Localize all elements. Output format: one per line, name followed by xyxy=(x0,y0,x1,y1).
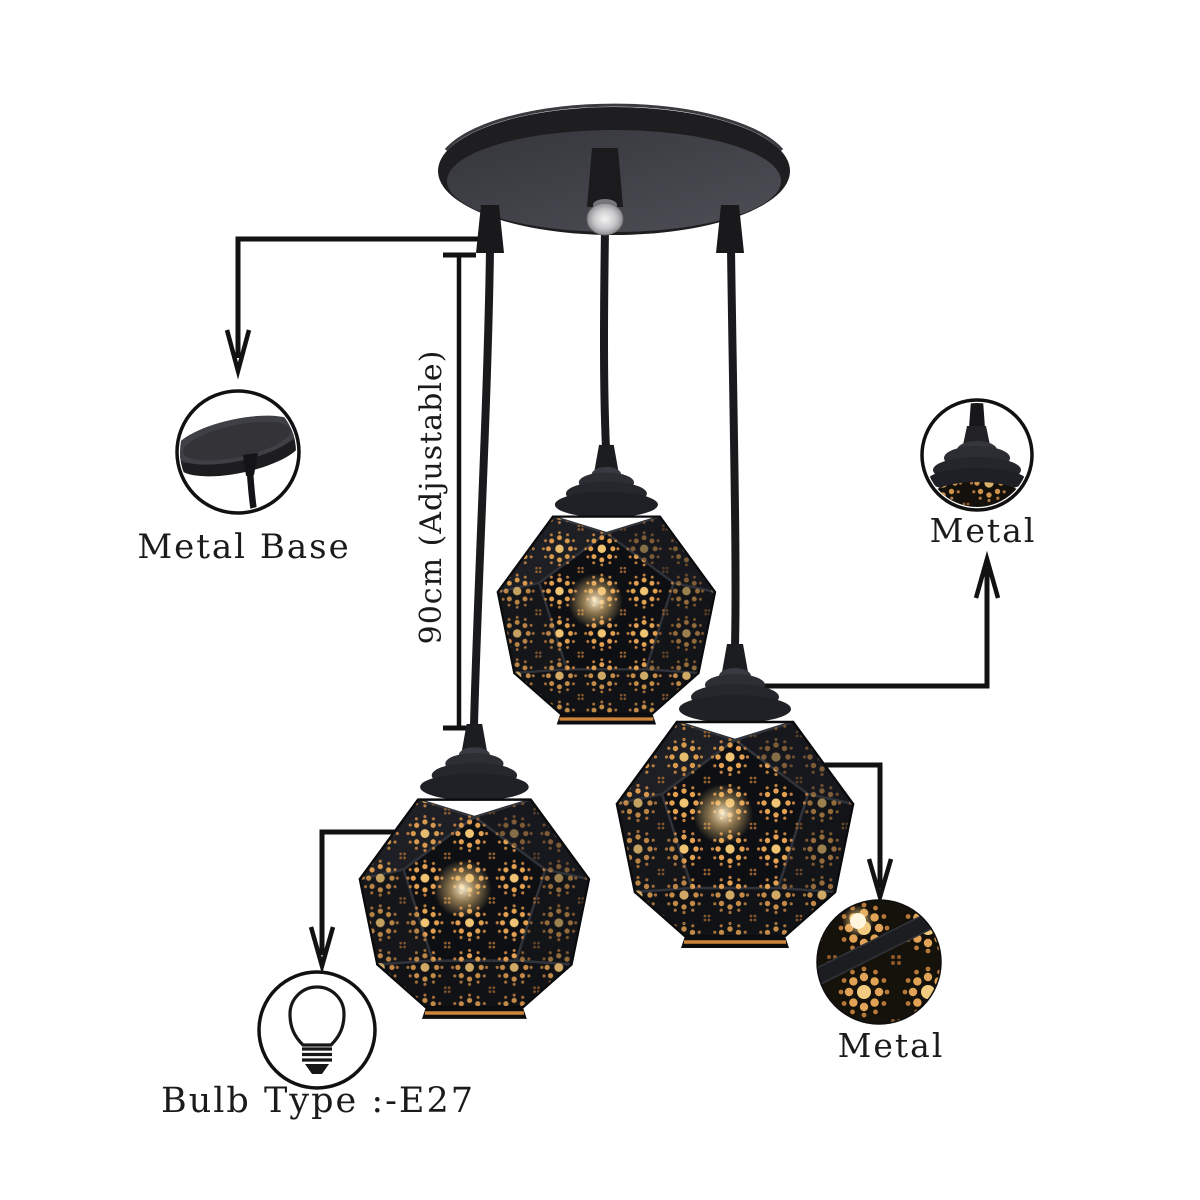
bulb-type-circle xyxy=(257,970,377,1090)
ceiling-canopy xyxy=(438,103,790,253)
arrow-down-icon xyxy=(224,329,252,380)
cord-grip-right xyxy=(716,205,744,253)
metal-cap-detail-circle xyxy=(920,398,1034,512)
metal-base-callout-line xyxy=(235,236,490,358)
cord-grip-center xyxy=(587,148,623,207)
pendant-lamp-bottom-left xyxy=(358,722,591,1021)
arrow-down-icon xyxy=(866,858,894,906)
arrowheads xyxy=(224,329,1001,975)
metal-shade-callout-line xyxy=(812,762,883,888)
cord-right xyxy=(727,244,740,650)
bulb-type-label: Bulb Type :-E27 xyxy=(160,1081,476,1121)
cord-left xyxy=(470,244,494,730)
metal-base-label: Metal Base xyxy=(137,527,351,567)
metal-cap-label: Metal xyxy=(929,511,1037,550)
pendant-lamp-top xyxy=(496,443,717,727)
cord-length-label: 90cm (Adjustable) xyxy=(414,349,449,645)
cords xyxy=(470,224,740,730)
screw-nut xyxy=(586,202,624,236)
bulb-icon xyxy=(288,985,346,1074)
arrow-up-icon xyxy=(973,550,1001,599)
metal-base-detail-circle xyxy=(175,389,301,515)
arrow-down-icon xyxy=(308,926,336,975)
metal-shade-label: Metal xyxy=(837,1026,945,1065)
metal-shade-detail-circle xyxy=(816,899,942,1025)
callout-lines xyxy=(235,236,990,955)
cord-center xyxy=(600,224,610,452)
metal-cap-callout-line xyxy=(752,568,990,689)
cord-grip-left xyxy=(476,205,504,253)
bulb-callout-line xyxy=(319,829,398,955)
